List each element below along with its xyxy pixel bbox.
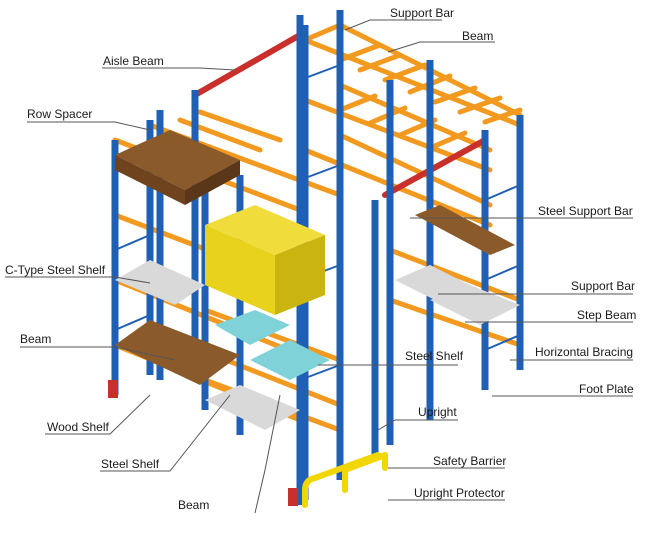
steel-shelf-mid-panel bbox=[250, 340, 330, 380]
label-c-type-steel-shelf: C-Type Steel Shelf bbox=[5, 263, 106, 277]
label-steel-support-bar: Steel Support Bar bbox=[538, 204, 633, 218]
label-upright: Upright bbox=[418, 405, 457, 419]
label-step-beam: Step Beam bbox=[577, 308, 636, 322]
foot-plates bbox=[108, 380, 298, 506]
labels: Support Bar Beam Aisle Beam Row Spacer S… bbox=[5, 6, 636, 512]
label-steel-shelf-bottom: Steel Shelf bbox=[101, 457, 160, 471]
steel-shelf-bottom-panel bbox=[205, 385, 300, 430]
callout-lines bbox=[5, 19, 633, 514]
safety-barrier bbox=[302, 452, 388, 508]
label-safety-barrier: Safety Barrier bbox=[433, 454, 506, 468]
step-beam-shelf-panel bbox=[430, 285, 520, 325]
label-beam-left: Beam bbox=[20, 332, 51, 346]
label-horizontal-bracing: Horizontal Bracing bbox=[535, 345, 633, 359]
label-foot-plate: Foot Plate bbox=[579, 382, 634, 396]
label-aisle-beam: Aisle Beam bbox=[103, 54, 164, 68]
label-beam-bottom: Beam bbox=[178, 498, 209, 512]
label-support-bar-right: Support Bar bbox=[571, 279, 635, 293]
label-wood-shelf: Wood Shelf bbox=[47, 420, 109, 434]
label-row-spacer: Row Spacer bbox=[27, 107, 92, 121]
label-steel-shelf-mid: Steel Shelf bbox=[405, 349, 464, 363]
support-bar-shelf-panel bbox=[395, 265, 470, 300]
cargo-boxes bbox=[205, 205, 325, 315]
label-upright-protector: Upright Protector bbox=[414, 486, 505, 500]
label-support-bar-top: Support Bar bbox=[390, 6, 454, 20]
label-beam-top: Beam bbox=[462, 29, 493, 43]
wood-pallets bbox=[115, 130, 240, 205]
aisle-beams bbox=[192, 32, 488, 198]
rack-structure bbox=[108, 10, 524, 508]
wood-shelf-panel bbox=[115, 320, 240, 385]
c-type-shelf-panel bbox=[115, 260, 205, 305]
cyan-shelf-panel bbox=[215, 310, 290, 345]
